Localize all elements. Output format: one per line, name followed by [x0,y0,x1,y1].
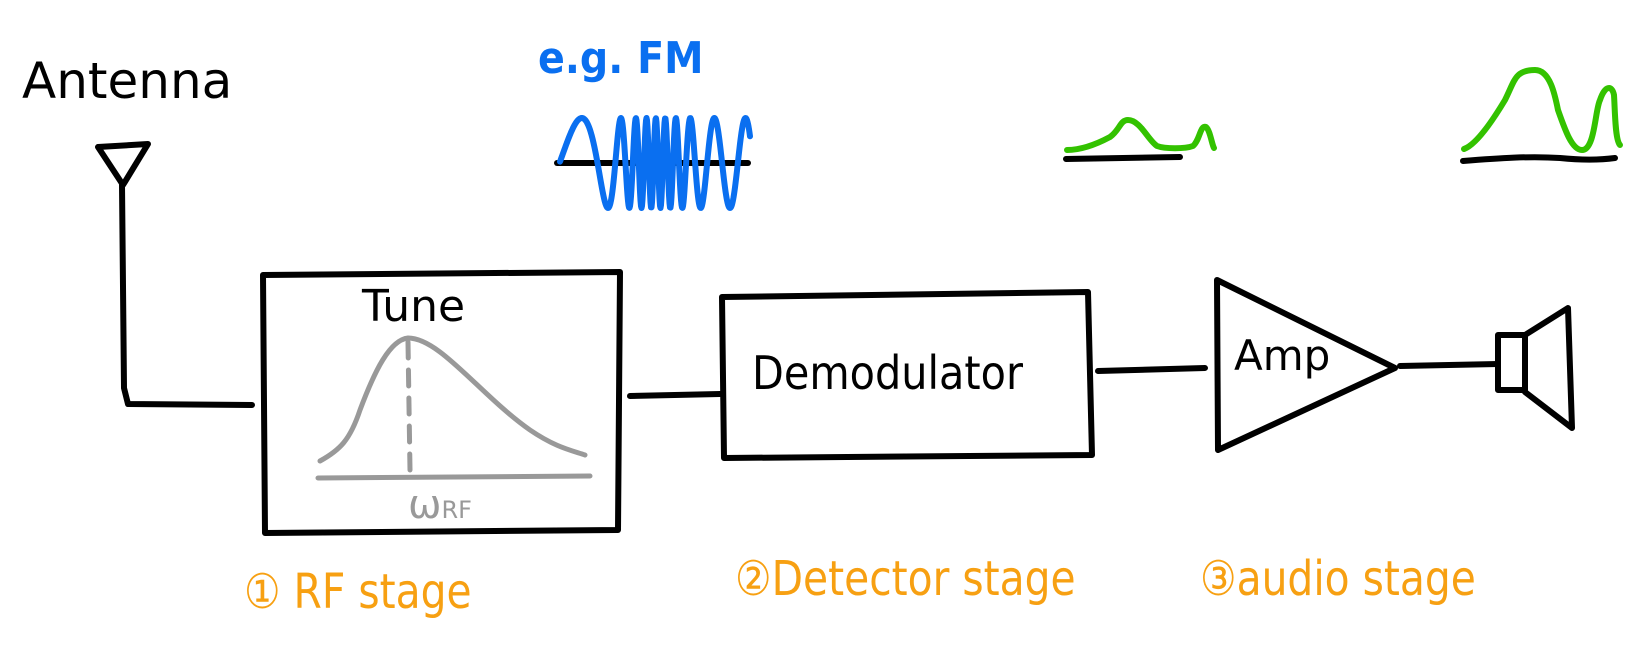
link-amp-speaker [1397,361,1501,369]
amp-label: Amp [1234,331,1331,380]
tune-block [260,269,623,536]
link-tune-demod [627,391,723,399]
amp-block [1214,277,1398,453]
stage-1-number: ① [244,564,281,620]
speaker-icon [1495,305,1575,431]
omega-symbol: ω [408,482,442,528]
stage-2-label: ②Detector stage [735,555,1076,603]
antenna-icon [95,141,255,408]
link-demod-amp [1095,365,1208,374]
small-spectrum-icon [1063,117,1217,162]
stage-2-number: ② [735,551,772,607]
fm-waveform-icon [554,115,753,211]
demodulator-block [719,289,1095,461]
fm-example-label: e.g. FM [538,33,704,84]
omega-rf-label: ωRF [408,485,472,525]
tune-label: Tune [362,281,466,332]
stage-1-text: RF stage [293,564,472,620]
stage-3-text: audio stage [1236,551,1476,607]
rf-subscript: RF [441,496,472,524]
tune-curve-icon [315,335,593,481]
stage-2-text: Detector stage [771,551,1076,607]
demodulator-label: Demodulator [752,346,1023,400]
stage-1-label: ① RF stage [244,568,472,616]
stage-3-label: ③audio stage [1200,555,1476,603]
stage-3-number: ③ [1200,551,1237,607]
antenna-label: Antenna [22,52,233,110]
large-spectrum-icon [1460,67,1623,164]
